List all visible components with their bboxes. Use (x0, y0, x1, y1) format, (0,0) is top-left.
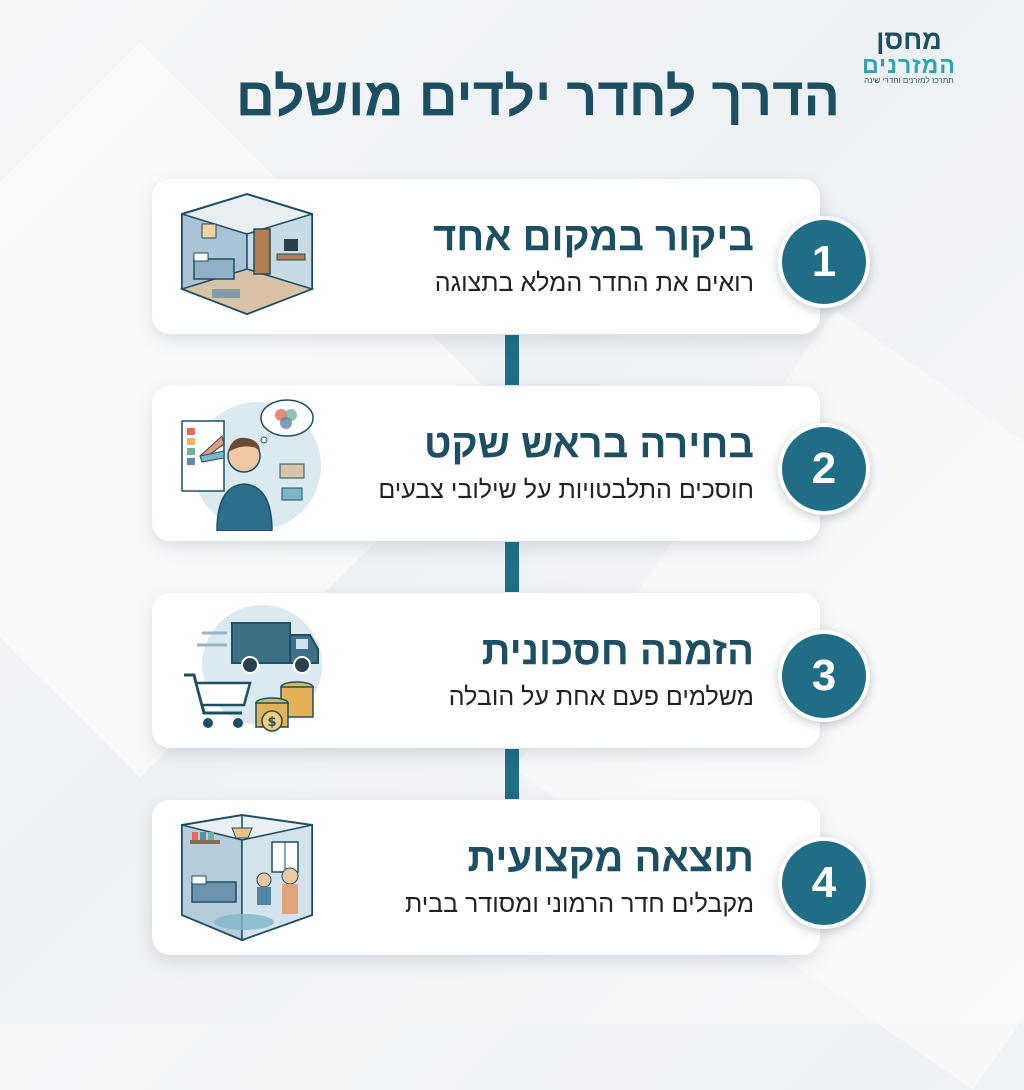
step-number-badge: 1 (778, 216, 870, 308)
page-title: הדרך לחדר ילדים מושלם (235, 67, 840, 127)
step-connector (505, 749, 519, 799)
step-description: רואים את החדר המלא בתצוגה (434, 269, 754, 297)
step-title: בחירה בראש שקט (423, 422, 754, 466)
step-card-3: $ הזמנה חסכונית משלמים פעם אחת על הובלה (152, 593, 820, 748)
step-number-badge: 2 (778, 423, 870, 515)
brand-logo: מחסן המזרנים תתרכז למזרנים וחדרי שינה (834, 26, 984, 88)
step-connector (505, 335, 519, 385)
step-title: הזמנה חסכונית (481, 629, 754, 673)
svg-text:$: $ (267, 715, 276, 730)
step-description: משלמים פעם אחת על הובלה (448, 683, 754, 711)
logo-tagline: תתרכז למזרנים וחדרי שינה (864, 76, 954, 85)
thinking-person-color-palette-icon (172, 396, 322, 532)
step-connector (505, 542, 519, 592)
step-card-2: בחירה בראש שקט חוסכים התלבטויות על שילוב… (152, 386, 820, 541)
step-number-badge: 4 (778, 837, 870, 929)
finished-room-family-icon (172, 810, 322, 945)
isometric-kids-room-icon (172, 189, 322, 324)
step-card-1: ביקור במקום אחד רואים את החדר המלא בתצוג… (152, 179, 820, 334)
logo-name-bottom: המזרנים (862, 52, 956, 78)
step-description: חוסכים התלבטויות על שילובי צבעים (378, 476, 754, 504)
step-title: ביקור במקום אחד (432, 215, 754, 259)
step-number-badge: 3 (778, 630, 870, 722)
logo-name-top: מחסן (876, 25, 942, 55)
delivery-truck-cart-coins-icon: $ (172, 603, 322, 738)
step-description: מקבלים חדר הרמוני ומסודר בבית (404, 890, 754, 918)
step-card-4: תוצאה מקצועית מקבלים חדר הרמוני ומסודר ב… (152, 800, 820, 955)
step-title: תוצאה מקצועית (467, 836, 754, 880)
